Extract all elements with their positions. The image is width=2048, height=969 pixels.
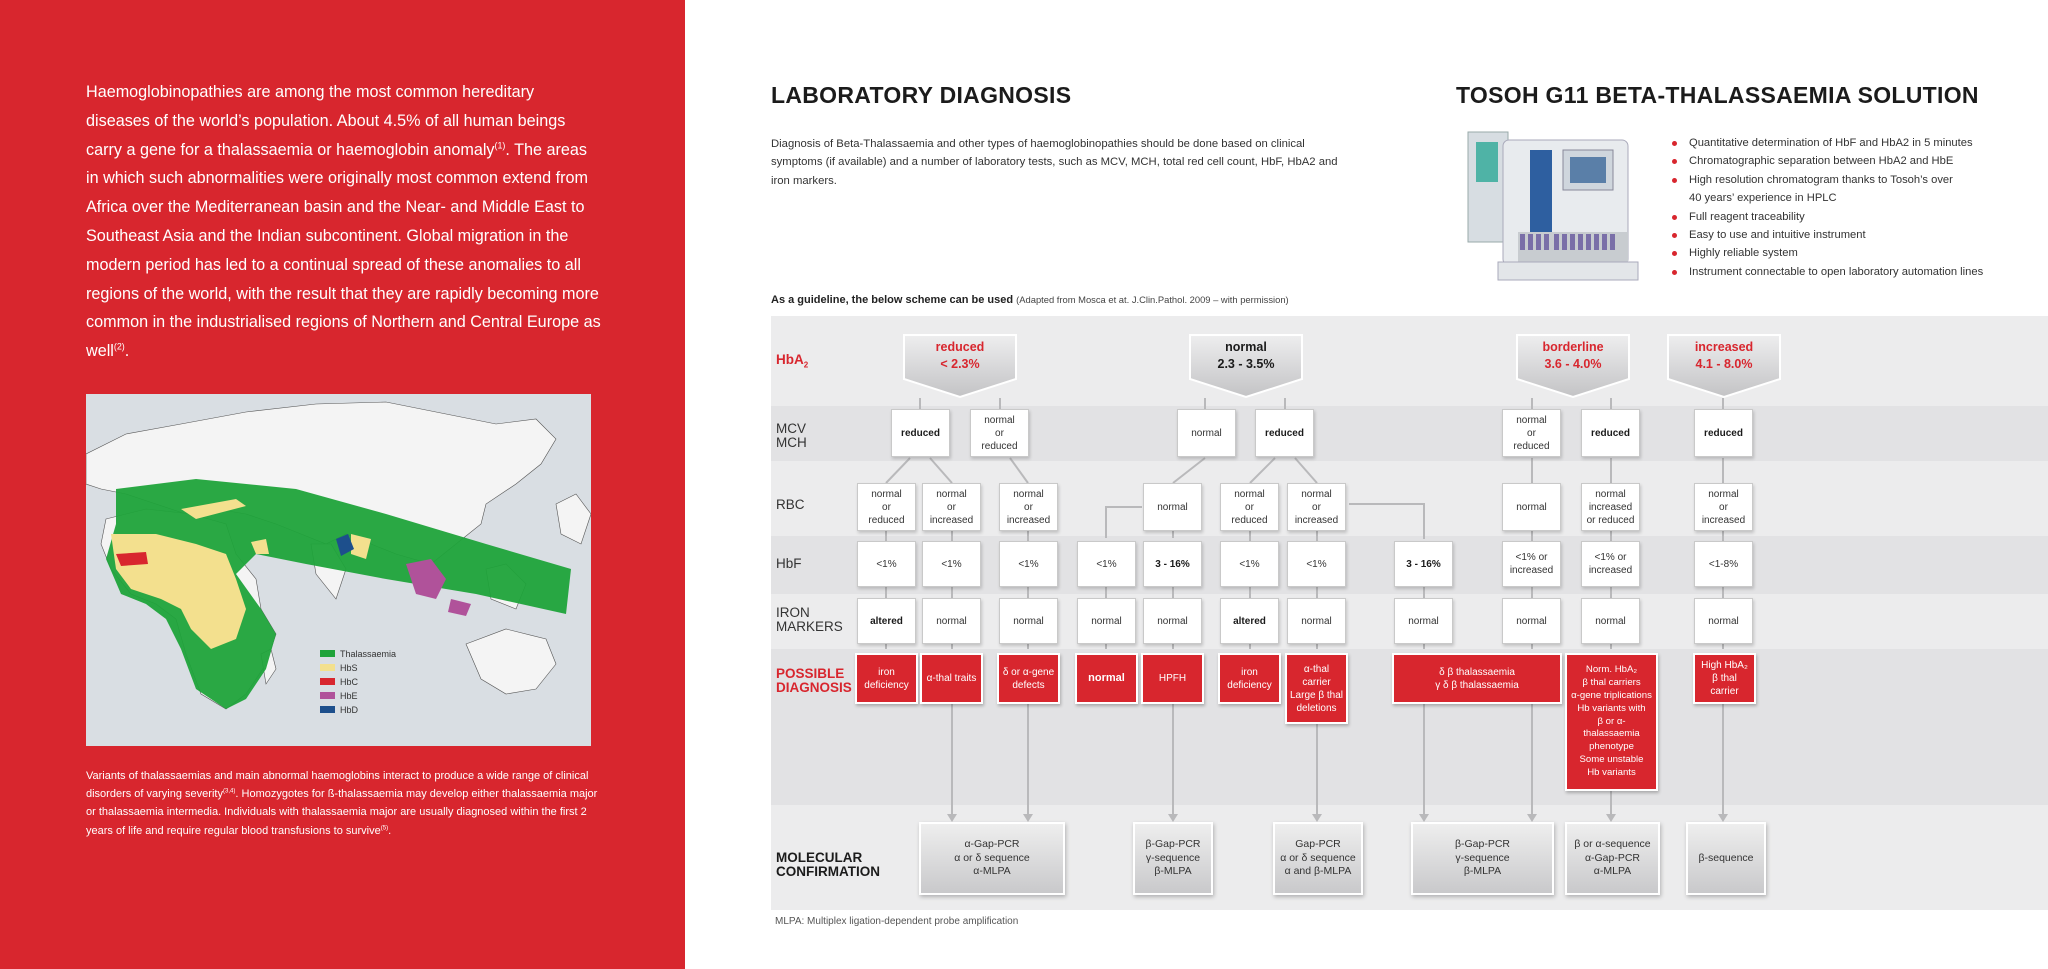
row-label-mcv: MCV MCH: [776, 421, 807, 450]
iron-box: normal: [1077, 598, 1136, 644]
iron-box: normal: [1694, 598, 1753, 644]
mcv-box: normal or reduced: [1502, 409, 1561, 457]
diagnosis-box: δ β thalassaemia γ δ β thalassaemia: [1392, 653, 1562, 704]
rbc-box: normal: [1143, 483, 1202, 531]
mlpa-footnote: MLPA: Multiplex ligation-dependent probe…: [775, 916, 1019, 927]
feature-item: Easy to use and intuitive instrument: [1672, 226, 2032, 244]
hbf-box: <1%: [999, 541, 1058, 587]
legend-hbd: HbD: [340, 705, 359, 715]
molecular-box: β-sequence: [1686, 822, 1766, 895]
row-label-rbc: RBC: [776, 497, 805, 512]
diagnosis-box: iron deficiency: [855, 653, 918, 704]
hbf-box: 3 - 16%: [1143, 541, 1202, 587]
diagnosis-box: iron deficiency: [1218, 653, 1281, 704]
iron-box: altered: [1220, 598, 1279, 644]
mcv-box: reduced: [1255, 409, 1314, 457]
hbf-box: <1%: [1287, 541, 1346, 587]
feature-item: Chromatographic separation between HbA2 …: [1672, 152, 2032, 170]
hbf-box: <1%: [1077, 541, 1136, 587]
feature-item-continued: 40 years’ experience in HPLC: [1689, 192, 1837, 205]
row-label-hba2: HbA2: [776, 352, 809, 370]
legend-hbc: HbC: [340, 677, 359, 687]
hba2-level-borderline: borderline 3.6 - 4.0%: [1515, 333, 1631, 399]
row-label-hbf: HbF: [776, 556, 802, 571]
hbf-box: <1%: [857, 541, 916, 587]
hbf-box: 3 - 16%: [1394, 541, 1453, 587]
row-label-molecular: MOLECULAR CONFIRMATION: [776, 850, 880, 879]
hba2-level-reduced: reduced < 2.3%: [902, 333, 1018, 399]
rbc-box: normal: [1502, 483, 1561, 531]
mcv-box: normal or reduced: [970, 409, 1029, 457]
iron-box: normal: [999, 598, 1058, 644]
feature-item: Instrument connectable to open laborator…: [1672, 263, 2032, 281]
row-label-diagnosis: POSSIBLE DIAGNOSIS: [776, 666, 852, 695]
feature-item: Highly reliable system: [1672, 244, 2032, 262]
guideline-note: As a guideline, the below scheme can be …: [771, 294, 1289, 306]
hbf-box: <1% or increased: [1581, 541, 1640, 587]
mcv-box: reduced: [891, 409, 950, 457]
iron-box: normal: [1394, 598, 1453, 644]
tosoh-g11-analyzer-image: [1458, 122, 1643, 294]
diagnosis-box: Norm. HbA₂ β thal carriers α-gene tripli…: [1565, 653, 1658, 791]
iron-box: normal: [1581, 598, 1640, 644]
tosoh-feature-list: Quantitative determination of HbF and Hb…: [1672, 134, 2032, 281]
iron-box: normal: [922, 598, 981, 644]
band-rbc: [771, 461, 2048, 536]
rbc-box: normal or reduced: [1220, 483, 1279, 531]
molecular-box: β or α-sequence α-Gap-PCR α-MLPA: [1565, 822, 1660, 895]
hbf-box: <1-8%: [1694, 541, 1753, 587]
diagnosis-box: HPFH: [1141, 653, 1204, 704]
rbc-box: normal or increased: [922, 483, 981, 531]
rbc-box: normal or reduced: [857, 483, 916, 531]
mcv-box: normal: [1177, 409, 1236, 457]
legend-hbe: HbE: [340, 691, 358, 701]
diagnosis-box: α-thal carrier Large β thal deletions: [1285, 653, 1348, 724]
rbc-box: normal or increased: [999, 483, 1058, 531]
rbc-box: normal or increased: [1287, 483, 1346, 531]
hba2-level-normal: normal 2.3 - 3.5%: [1188, 333, 1304, 399]
iron-box: normal: [1502, 598, 1561, 644]
molecular-box: α-Gap-PCR α or δ sequence α-MLPA: [919, 822, 1065, 895]
mcv-box: reduced: [1581, 409, 1640, 457]
iron-box: normal: [1143, 598, 1202, 644]
feature-item: Quantitative determination of HbF and Hb…: [1672, 134, 2032, 152]
world-distribution-map: Thalassaemia HbS HbC HbE HbD: [85, 394, 592, 746]
hbf-box: <1% or increased: [1502, 541, 1561, 587]
molecular-box: β-Gap-PCR γ-sequence β-MLPA: [1411, 822, 1554, 895]
rbc-box: normal or increased: [1694, 483, 1753, 531]
hba2-level-increased: increased 4.1 - 8.0%: [1666, 333, 1782, 399]
iron-box: altered: [857, 598, 916, 644]
legend-thalassaemia: Thalassaemia: [340, 649, 396, 659]
diagnosis-box: α-thal traits: [920, 653, 983, 704]
intro-paragraph: Haemoglobinopathies are among the most c…: [86, 83, 601, 361]
diagnosis-box: normal: [1075, 653, 1138, 704]
left-panel: Haemoglobinopathies are among the most c…: [0, 0, 685, 969]
molecular-box: Gap-PCR α or δ sequence α and β-MLPA: [1273, 822, 1363, 895]
iron-box: normal: [1287, 598, 1346, 644]
row-label-iron: IRON MARKERS: [776, 605, 843, 634]
legend-hbs: HbS: [340, 663, 358, 673]
feature-item: High resolution chromatogram thanks to T…: [1672, 171, 2032, 189]
mcv-box: reduced: [1694, 409, 1753, 457]
lab-diagnosis-title: LABORATORY DIAGNOSIS: [771, 82, 1072, 108]
diagnosis-box: δ or α-gene defects: [997, 653, 1060, 704]
tosoh-title: TOSOH G11 BETA-THALASSAEMIA SOLUTION: [1456, 82, 1979, 108]
lab-description: Diagnosis of Beta-Thalassaemia and other…: [771, 138, 1338, 187]
map-caption: Variants of thalassaemias and main abnor…: [86, 770, 598, 837]
rbc-box: normal increased or reduced: [1581, 483, 1640, 531]
molecular-box: β-Gap-PCR γ-sequence β-MLPA: [1133, 822, 1213, 895]
feature-item: Full reagent traceability: [1672, 208, 2032, 226]
hbf-box: <1%: [1220, 541, 1279, 587]
hbf-box: <1%: [922, 541, 981, 587]
diagnosis-box: High HbA₂ β thal carrier: [1693, 653, 1756, 704]
